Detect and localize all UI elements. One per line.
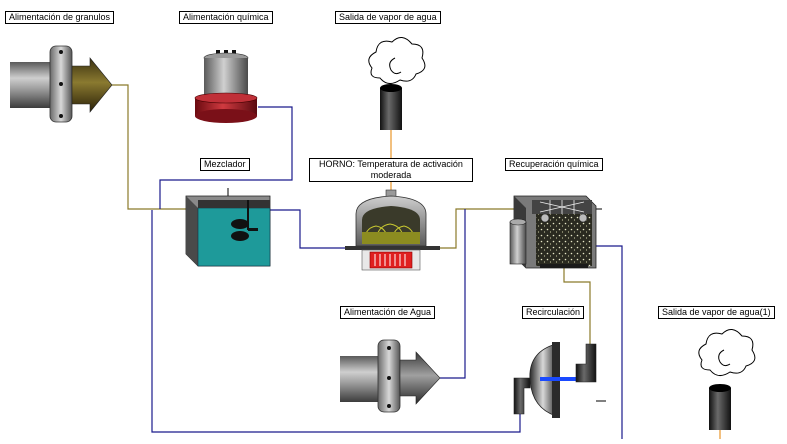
recovery-to-pump-line bbox=[563, 268, 591, 344]
steam-vent-icon[interactable] bbox=[368, 37, 426, 130]
chemical-feed-line bbox=[159, 106, 293, 209]
label-recirculacion: Recirculación bbox=[522, 306, 585, 319]
furnace-to-recovery-line bbox=[440, 208, 514, 249]
chemical-recovery-icon[interactable] bbox=[509, 195, 597, 269]
label-alimentacion-agua: Alimentación de Agua bbox=[340, 306, 436, 319]
mixer-to-furnace-line bbox=[270, 209, 345, 249]
process-lines bbox=[112, 84, 721, 439]
label-horno: HORNO: Temperatura de activación moderad… bbox=[309, 158, 473, 182]
label-mezclador: Mezclador bbox=[200, 158, 250, 171]
granule-feed-line bbox=[112, 84, 190, 210]
recovery-outlet-line bbox=[596, 245, 623, 439]
granule-pipe-icon[interactable] bbox=[10, 45, 113, 123]
steam-vent-icon-1[interactable] bbox=[698, 329, 756, 430]
label-salida-vapor: Salida de vapor de agua bbox=[335, 11, 441, 24]
label-alimentacion-quimica: Alimentación química bbox=[179, 11, 273, 24]
water-pipe-icon[interactable] bbox=[340, 339, 441, 413]
label-salida-vapor-1: Salida de vapor de agua(1) bbox=[658, 306, 775, 319]
recirculation-line bbox=[151, 210, 521, 433]
furnace-icon[interactable] bbox=[345, 189, 440, 271]
label-alimentacion-granulos: Alimentación de granulos bbox=[5, 11, 115, 24]
chemical-tank-icon[interactable] bbox=[194, 50, 258, 123]
water-feed-line bbox=[440, 209, 466, 379]
pump-icon[interactable] bbox=[513, 342, 597, 418]
label-recuperacion-quimica: Recuperación química bbox=[505, 158, 603, 171]
mixer-tank-icon[interactable] bbox=[185, 188, 271, 267]
